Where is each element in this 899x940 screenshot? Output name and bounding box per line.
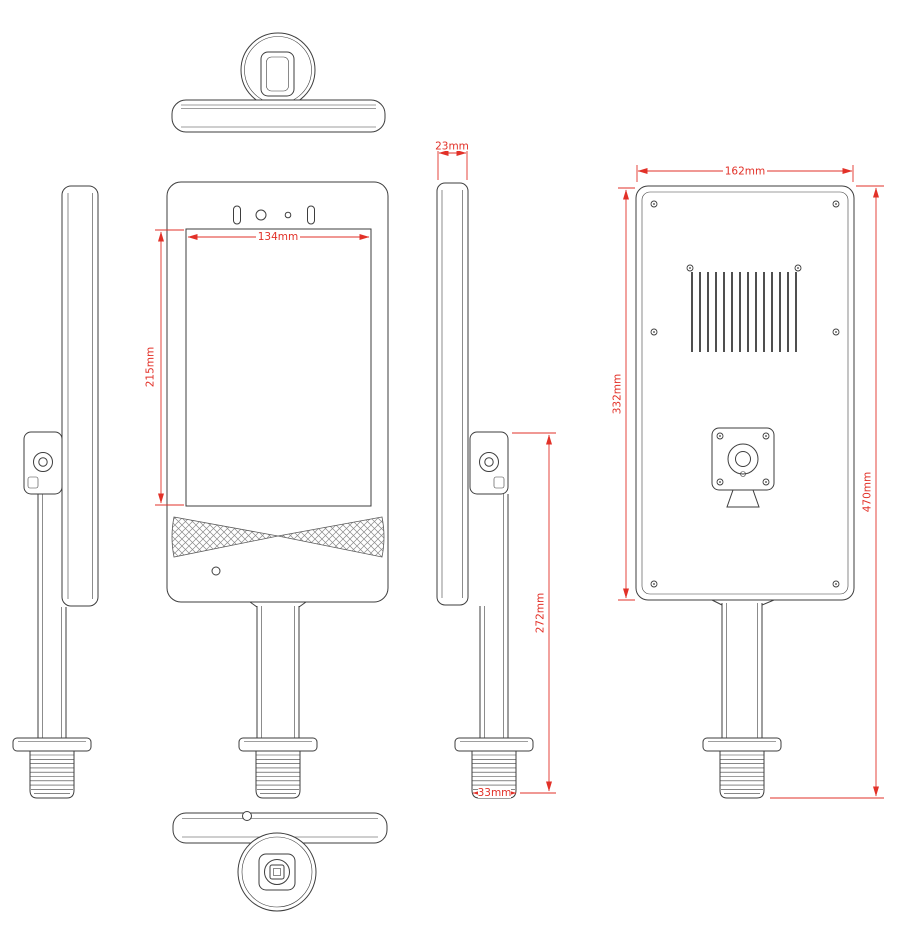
front-body-outline [166,181,389,603]
top-camera-lens [266,56,289,92]
dimension-side-depth: 23mm [433,140,471,180]
dim-label-thread-diameter: 33mm [478,787,512,799]
left-pole-base [12,737,92,799]
front-camera-lens [255,209,267,221]
left-bracket [23,431,63,495]
dim-label-total-height: 470mm [862,472,874,513]
top-camera-lens-housing [260,51,295,97]
left-pole [37,494,67,738]
bottom-base-flange [237,832,317,912]
front-sensor-pill-right [307,205,315,225]
top-body-bar-detail [181,104,376,128]
right-bracket [469,431,509,495]
front-sensor-row [233,205,315,225]
front-speaker-mesh [171,516,385,558]
dim-label-screen-width: 134mm [258,231,299,243]
bottom-socket [269,864,285,880]
dim-label-back-panel-height: 332mm [612,374,624,415]
dimension-total-height: 470mm [770,185,884,799]
back-mount-bracket [711,427,775,508]
front-pole-base [238,737,318,799]
front-button [211,566,221,576]
back-vent-slots [691,272,797,352]
dimension-screen-width: 134mm [187,230,370,243]
back-panel [635,185,855,601]
dimension-pole-height: 272mm [512,432,556,794]
bottom-base-plate [258,853,296,891]
front-sensor-pill-left [233,205,241,225]
bottom-base-flange-inner [241,836,313,908]
bottom-thread-bore [264,859,290,885]
view-front: 134mm 215mm [145,181,389,799]
dim-label-back-width: 162mm [725,166,766,178]
right-pole [479,494,509,738]
front-sensor-dot [284,211,292,219]
view-side-right: 23mm 272mm 33mm [433,140,556,799]
front-pole [249,601,307,738]
dimension-back-width: 162mm [636,164,854,182]
dim-label-pole-height: 272mm [535,593,547,634]
front-screen [185,228,372,507]
bottom-base-view [237,832,317,912]
bottom-socket-inner [273,868,281,876]
dimension-thread-diameter: 33mm [472,787,517,799]
view-side-left [12,185,99,799]
dim-label-side-depth: 23mm [435,141,469,153]
dim-label-screen-height: 215mm [145,347,157,388]
view-top [171,32,386,133]
view-back: 162mm 332mm 470mm [612,164,884,799]
left-panel [61,185,99,607]
view-bottom [172,811,388,912]
bottom-screw-hole [242,811,252,821]
back-panel-inner [641,191,849,595]
top-body-bar [171,99,386,133]
back-pole [711,599,775,738]
dimension-screen-height: 215mm [145,229,184,506]
back-pole-base [702,737,782,799]
right-panel [436,182,469,606]
dimension-back-panel-height: 332mm [612,187,635,601]
